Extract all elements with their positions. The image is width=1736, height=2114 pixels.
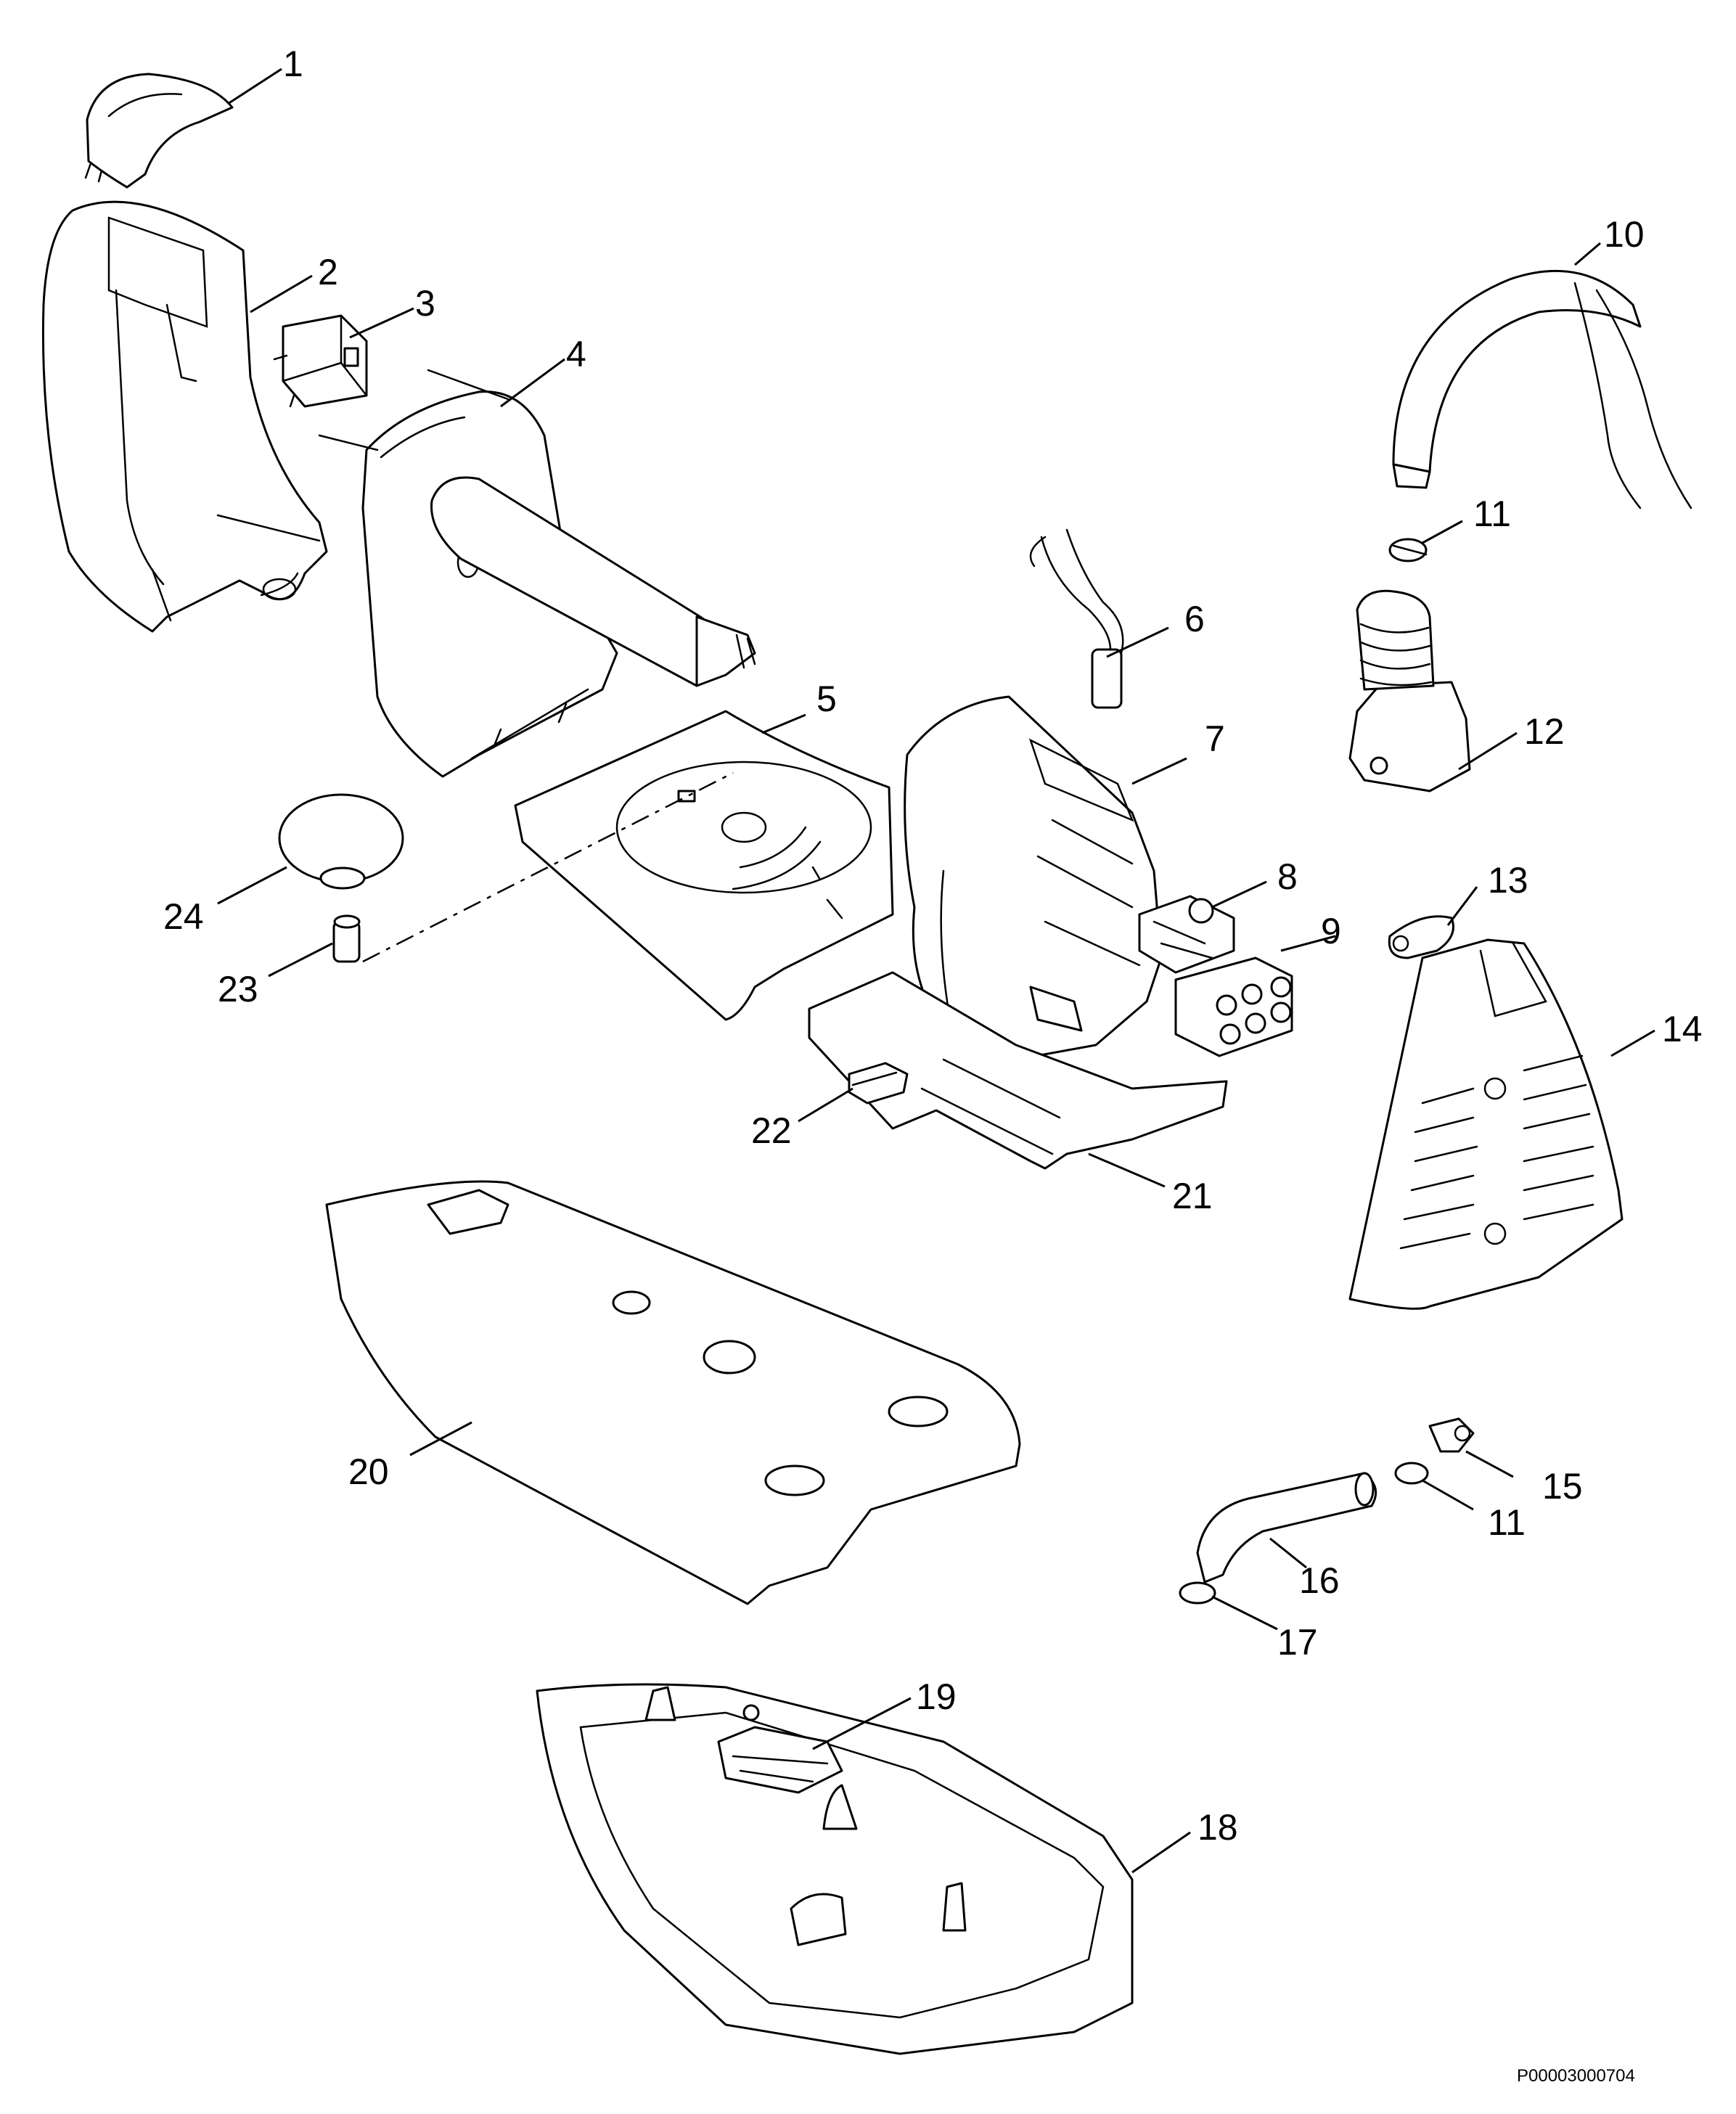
callout-1: 1	[283, 44, 303, 84]
part-10-power-cord	[1392, 269, 1692, 509]
callout-16: 16	[1299, 1560, 1340, 1601]
callout-18: 18	[1197, 1807, 1238, 1848]
part-15-fitting	[1428, 1417, 1475, 1453]
alignment-line	[362, 771, 734, 963]
callout-21: 21	[1172, 1176, 1213, 1216]
callout-12: 12	[1524, 711, 1565, 752]
callout-20: 20	[348, 1451, 389, 1492]
callout-14: 14	[1662, 1009, 1703, 1049]
callout-labels: 1 2 3 4 5 6 7 8 9 10 11 12 13 14 15 11 1…	[163, 44, 1703, 1848]
callout-22: 22	[751, 1110, 792, 1151]
document-code: P00003000704	[1517, 2066, 1635, 2086]
callout-11-lower: 11	[1488, 1502, 1526, 1543]
callout-7: 7	[1205, 718, 1225, 759]
part-7-chassis-frame	[904, 695, 1163, 1061]
part-21-base-frame	[808, 971, 1228, 1170]
part-18-soleplate	[536, 1683, 1134, 2055]
part-16-hose	[1196, 1472, 1377, 1584]
callout-11-upper: 11	[1473, 493, 1511, 534]
callout-19: 19	[916, 1676, 957, 1717]
part-6-sensor-probe	[1029, 528, 1124, 709]
part-9-terminal-block	[1174, 956, 1293, 1057]
callout-10: 10	[1604, 214, 1645, 255]
callout-4: 4	[566, 334, 586, 374]
part-19-thermostat	[717, 1704, 843, 1794]
part-8-terminal-holder	[1138, 895, 1235, 974]
part-11-clamp-lower	[1394, 1462, 1429, 1485]
callout-24: 24	[163, 896, 204, 937]
part-2-handle-shell	[41, 200, 328, 633]
part-12-cord-guard	[1348, 589, 1471, 792]
part-14-rear-cover	[1348, 938, 1624, 1310]
leader-lines	[217, 67, 1655, 1874]
callout-9: 9	[1321, 911, 1341, 951]
part-17-hose-clamp	[1179, 1581, 1216, 1605]
part-23-spindle	[332, 914, 361, 963]
callout-13: 13	[1488, 860, 1528, 901]
part-20-soleplate-cover	[325, 1180, 1021, 1605]
part-5-cover-plate	[514, 710, 894, 1021]
part-3-microswitch	[273, 314, 368, 408]
callout-23: 23	[218, 969, 258, 1009]
callout-5: 5	[816, 679, 837, 719]
callout-3: 3	[415, 283, 435, 324]
callout-15: 15	[1542, 1466, 1583, 1507]
callout-6: 6	[1184, 599, 1205, 639]
part-1-cap	[84, 73, 234, 189]
part-22-clip	[848, 1062, 909, 1105]
part-24-knob	[278, 793, 404, 890]
part-4-heater-body	[318, 369, 756, 778]
callout-17: 17	[1277, 1622, 1318, 1663]
part-13-cord-clamp	[1388, 915, 1454, 959]
part-11-clamp-upper	[1388, 538, 1428, 562]
callout-2: 2	[318, 252, 338, 292]
callout-8: 8	[1277, 856, 1298, 897]
